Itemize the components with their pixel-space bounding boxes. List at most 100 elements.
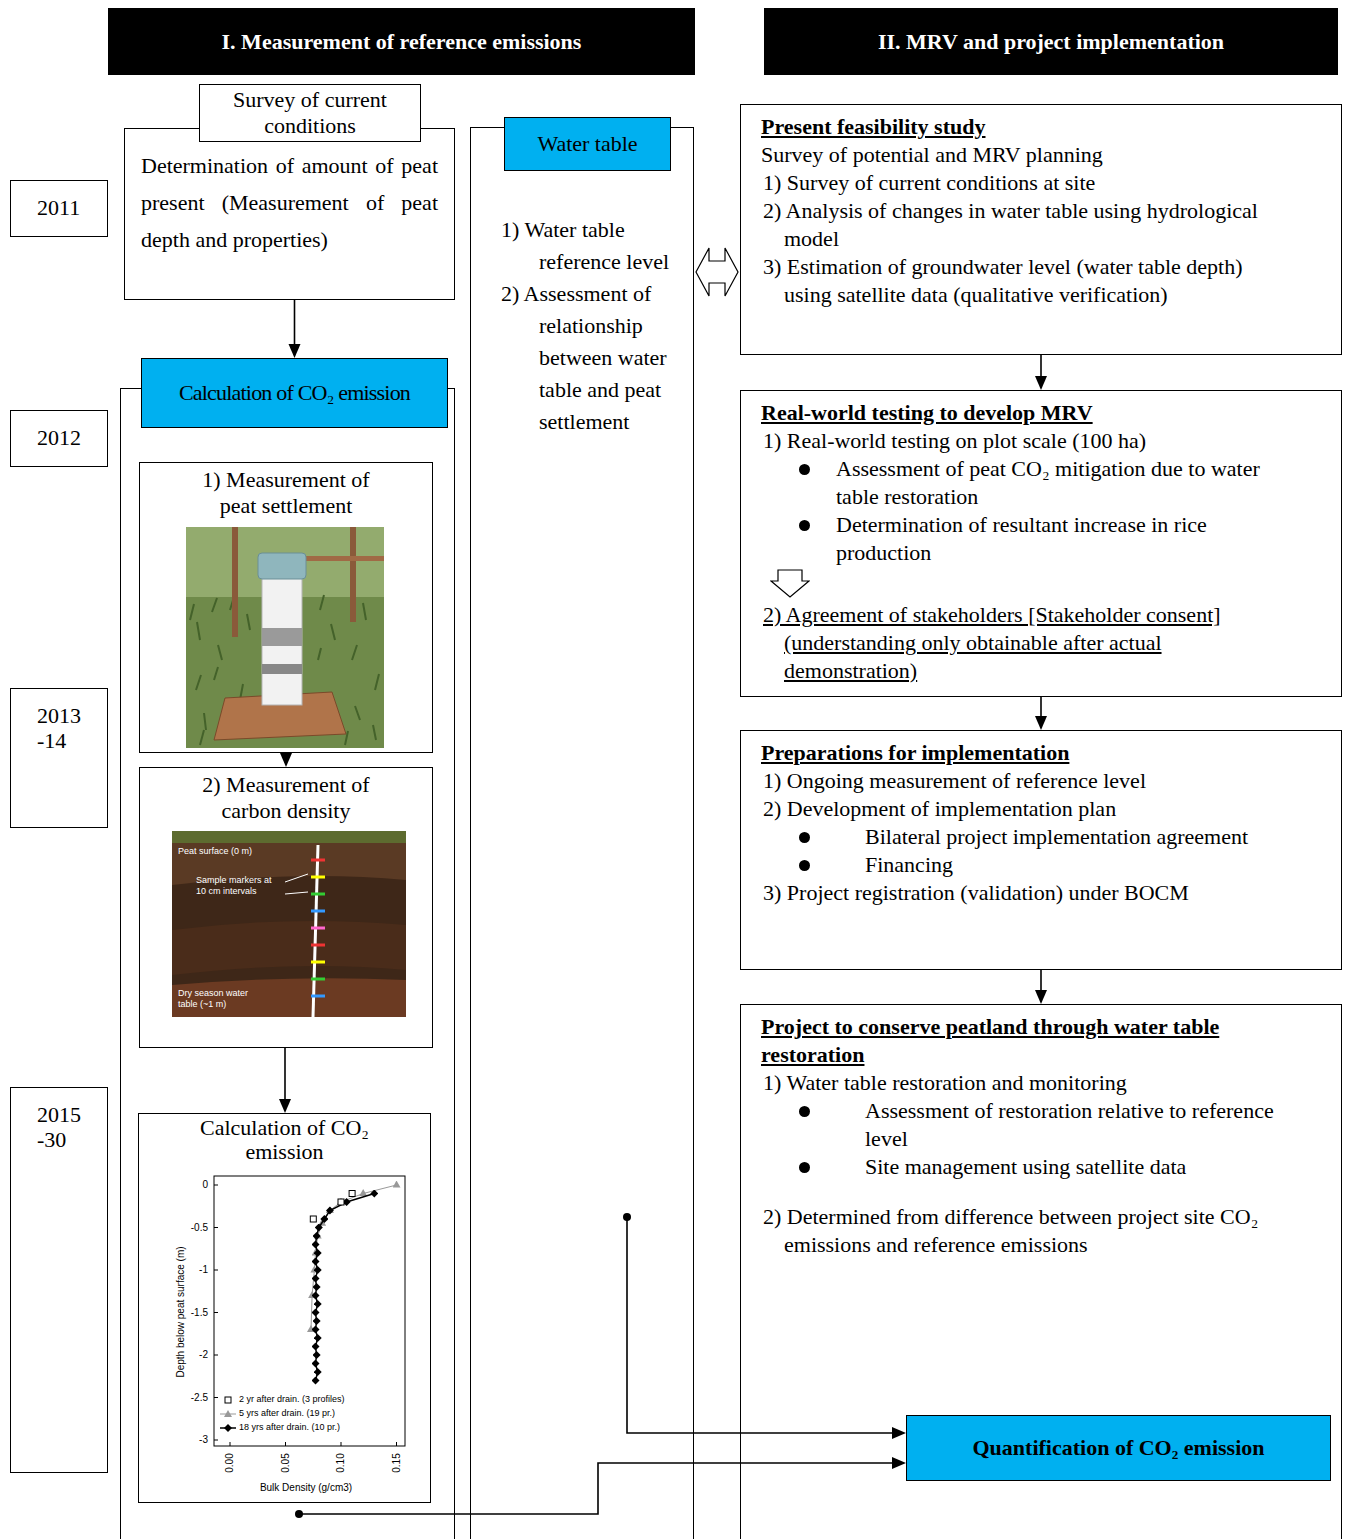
box-label: 1) Measurement of peat settlement: [190, 467, 382, 519]
settlement-photo: [258, 553, 306, 579]
legend-sample: [220, 1423, 236, 1433]
axis-tick-label: -2: [166, 1349, 208, 1361]
project-box: Project to conserve peatland through wat…: [740, 1004, 1342, 1539]
connector-arrow: [280, 753, 292, 767]
settlement-photo: [232, 527, 238, 637]
bullet-row: Financing: [761, 851, 1291, 879]
legend-row: 2 yr after drain. (3 profiles): [220, 1394, 345, 1405]
legend-sample: [224, 1410, 232, 1417]
box-label: I. Measurement of reference emissions: [222, 29, 582, 55]
bullet-text: Site management using satellite data: [865, 1153, 1291, 1181]
box-label: 2013 -14: [37, 703, 101, 753]
list-item: 3) Project registration (validation) und…: [761, 879, 1291, 907]
bullet-text: Financing: [865, 851, 1291, 879]
arrowhead: [892, 1427, 906, 1439]
bullet-dot: [799, 520, 810, 531]
photo-annotation: Peat surface (0 m): [178, 846, 252, 857]
box-label: Calculation of CO₂ emission: [169, 1116, 400, 1164]
connector-line: [284, 1048, 286, 1100]
connector-line: [294, 300, 296, 345]
year-box: 2015 -30: [10, 1087, 108, 1473]
arrowhead: [280, 753, 292, 767]
settlement-photo: [262, 628, 302, 646]
hollow-double-arrow: [696, 248, 738, 296]
list-item: 1) Ongoing measurement of reference leve…: [761, 767, 1291, 795]
bullet-text: Determination of resultant increase in r…: [836, 511, 1291, 567]
column-heading: Water table: [504, 117, 671, 171]
bullet-row: Site management using satellite data: [761, 1153, 1291, 1181]
legend-sample: [224, 1424, 232, 1432]
measurement-box: 1) Measurement of peat settlement: [139, 462, 433, 753]
axis-tick-label: 0: [166, 1179, 208, 1191]
connector-arrow: [696, 248, 738, 296]
label-wrap: I. Measurement of reference emissions: [222, 29, 582, 55]
bulk-density-chart: [313, 1194, 352, 1220]
settlement-photo: [186, 527, 384, 748]
carbon-density-photo: [311, 910, 325, 913]
carbon-density-photo: [311, 859, 325, 862]
bullet-text: Bilateral project implementation agreeme…: [865, 823, 1291, 851]
bulk-density-chart: [214, 1185, 397, 1446]
arrowhead: [1035, 990, 1047, 1004]
survey-label-box: Survey of current conditions: [199, 84, 421, 142]
connector-line: [1040, 970, 1042, 991]
connector-arrow: [1035, 970, 1047, 1004]
bullet-dot: [799, 860, 810, 871]
section-heading: Real-world testing to develop MRV: [761, 399, 1291, 427]
legend-text: 18 yrs after drain. (10 pr.): [239, 1422, 340, 1433]
bullet-row: Bilateral project implementation agreeme…: [761, 823, 1291, 851]
bullet-dot: [799, 1106, 810, 1117]
water-table-column: Water table1) Water table reference leve…: [470, 127, 694, 1539]
axis-tick-label: 0.15: [391, 1453, 403, 1472]
bullet-text: Assessment of peat CO₂ mitigation due to…: [836, 455, 1291, 511]
connector-line: [1040, 697, 1042, 717]
bulk-density-chart: [316, 1194, 375, 1381]
axis-tick-label: -0.5: [166, 1222, 208, 1234]
year-box: 2011: [10, 180, 108, 237]
settlement-photo: [262, 575, 302, 705]
section-heading: Project to conserve peatland through wat…: [761, 1013, 1291, 1069]
bulk-density-chart: [214, 1176, 405, 1446]
carbon-density-photo: [311, 978, 325, 981]
carbon-density-photo: [172, 831, 406, 1017]
box-label: Survey of current conditions: [206, 87, 414, 139]
bullet-row: Assessment of peat CO₂ mitigation due to…: [761, 455, 1291, 511]
process-box: Preparations for implementation1) Ongoin…: [740, 730, 1342, 970]
carbon-density-photo: [311, 961, 325, 964]
list-item: 2) Development of implementation plan: [761, 795, 1291, 823]
axis-tick-label: -1: [166, 1264, 208, 1276]
connector-arrow: [289, 300, 301, 358]
carbon-density-photo: [313, 845, 318, 1017]
carbon-density-photo: [311, 893, 325, 896]
axis-title: Depth below peat surface (m): [175, 1246, 187, 1377]
legend-sample: [220, 1409, 236, 1419]
axis-tick-label: -1.5: [166, 1307, 208, 1319]
list-item: 2) Assessment of relationship between wa…: [471, 278, 693, 438]
settlement-photo: [186, 527, 384, 748]
legend-text: 5 yrs after drain. (19 pr.): [239, 1408, 335, 1419]
bullet-text: Assessment of restoration relative to re…: [865, 1097, 1291, 1153]
box-label: Determination of amount of peat present …: [141, 147, 438, 258]
list-item: 1) Water table restoration and monitorin…: [761, 1069, 1291, 1097]
axis-tick-label: 0.00: [224, 1453, 236, 1472]
list-item: 3) Estimation of groundwater level (wate…: [761, 253, 1291, 309]
arrowhead: [289, 344, 301, 358]
axis-tick-label: -2.5: [166, 1392, 208, 1404]
arrowhead: [1035, 376, 1047, 390]
box-label: 2011: [37, 195, 101, 220]
connector-line: [1040, 355, 1042, 377]
section-heading: Present feasibility study: [761, 113, 1291, 141]
arrowhead: [1035, 716, 1047, 730]
carbon-density-photo: [172, 978, 406, 1017]
photo-annotation: Sample markers at 10 cm intervals: [196, 875, 282, 897]
box-label: Quantification of CO₂ emission: [973, 1434, 1265, 1462]
axis-tick-label: 0.10: [335, 1453, 347, 1472]
year-box: 2013 -14: [10, 688, 108, 828]
arrowhead: [279, 1099, 291, 1113]
arrowhead: [892, 1457, 906, 1469]
carbon-density-photo: [285, 874, 308, 882]
box-label: II. MRV and project implementation: [878, 29, 1224, 55]
bullet-dot: [799, 464, 810, 475]
legend-text: 2 yr after drain. (3 profiles): [239, 1394, 345, 1405]
